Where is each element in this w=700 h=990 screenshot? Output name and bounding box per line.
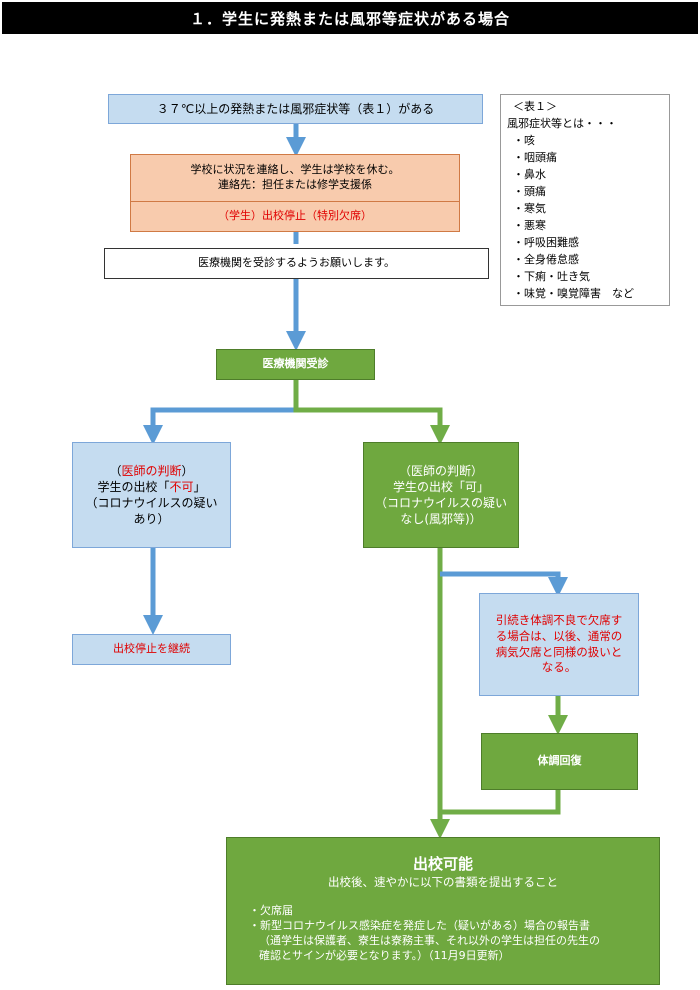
- arrow-hospital-to-left: [143, 380, 299, 445]
- left-judgment-line2: 学生の出校「不可」: [97, 479, 206, 494]
- right-judgment-line2: 学生の出校「可」: [392, 479, 489, 494]
- table1-intro: 風邪症状等とは・・・: [507, 117, 617, 130]
- visit-request-box: 医療機関を受診するようお願いします。: [104, 248, 489, 279]
- right-judgment-line4: なし(風邪等)）: [400, 512, 482, 527]
- page-title: １．学生に発熱または風邪等症状がある場合: [2, 2, 698, 34]
- continue-suspension-box: 出校停止を継続: [72, 634, 231, 665]
- symptom-item: ・咳: [513, 134, 535, 147]
- symptom-item: ・寒気: [513, 202, 546, 215]
- arrow-hospital-to-right: [293, 380, 450, 445]
- left-judgment-box: （医師の判断） 学生の出校「不可」 （コロナウイルスの疑い あり）: [72, 442, 231, 548]
- absence-note-line4: なる。: [541, 660, 577, 675]
- right-judgment-line1: （医師の判断）: [398, 463, 483, 478]
- fever-box: ３７℃以上の発熱または風邪症状等（表１）がある: [108, 94, 483, 124]
- attendance-subtitle: 出校後、速やかに以下の書類を提出すること: [328, 875, 558, 889]
- hospital-box: 医療機関受診: [216, 349, 375, 380]
- attendance-box: 出校可能 出校後、速やかに以下の書類を提出すること ・欠席届 ・新型コロナウイル…: [226, 837, 660, 985]
- suspension-box: （学生）出校停止（特別欠席）: [130, 201, 460, 232]
- contact-line2: 連絡先：担任または修学支援係: [218, 178, 372, 191]
- attendance-bullet-report: ・新型コロナウイルス感染症を発症した（疑いがある）場合の報告書: [249, 919, 590, 932]
- attendance-bullet-absence: ・欠席届: [249, 904, 293, 917]
- attendance-detail-line1: （通学生は保護者、寮生は寮務主事、それ以外の学生は担任の先生の: [259, 934, 600, 947]
- recovery-box: 体調回復: [481, 733, 638, 790]
- attendance-detail-line2: 確認とサインが必要となります。）（11月9日更新）: [259, 949, 510, 962]
- absence-note-line2: る場合は、以後、通常の: [495, 628, 623, 643]
- symptom-item: ・鼻水: [513, 168, 546, 181]
- symptom-item: ・悪寒: [513, 219, 546, 232]
- suspension-text: （学生）出校停止（特別欠席）: [218, 209, 372, 223]
- symptom-item: ・咽頭痛: [513, 151, 557, 164]
- absence-note-line3: 病気欠席と同様の扱いと: [495, 644, 623, 659]
- symptom-item: ・下痢・吐き気: [513, 270, 590, 283]
- hospital-text: 医療機関受診: [262, 357, 329, 371]
- absence-note-line1: 引続き体調不良で欠席す: [495, 613, 623, 628]
- contact-line1: 学校に状況を連絡し、学生は学校を休む。: [190, 163, 400, 177]
- symptom-item: ・頭痛: [513, 185, 546, 198]
- symptom-item: ・全身倦怠感: [513, 253, 579, 266]
- arrow-right-to-note: [440, 571, 568, 597]
- contact-box: 学校に状況を連絡し、学生は学校を休む。 連絡先：担任または修学支援係: [130, 154, 460, 202]
- visit-request-text: 医療機関を受診するようお願いします。: [198, 256, 395, 270]
- left-judgment-line3: （コロナウイルスの疑い: [85, 496, 218, 510]
- right-judgment-line3: （コロナウイルスの疑い: [374, 496, 507, 510]
- table1-title: ＜表１＞: [513, 100, 557, 113]
- attendance-title: 出校可能: [412, 855, 473, 873]
- symptom-item: ・味覚・嗅覚障害 など: [513, 287, 634, 300]
- continue-suspension-text: 出校停止を継続: [113, 642, 190, 656]
- fever-text: ３７℃以上の発熱または風邪症状等（表１）がある: [156, 101, 435, 116]
- absence-note-box: 引続き体調不良で欠席す る場合は、以後、通常の 病気欠席と同様の扱いと なる。: [479, 593, 639, 696]
- arrow-recovery-to-attendance: [440, 790, 561, 815]
- left-judgment-line1: （医師の判断）: [109, 463, 194, 478]
- table1-note: ＜表１＞ 風邪症状等とは・・・ ・咳 ・咽頭痛 ・鼻水 ・頭痛 ・寒気 ・悪寒 …: [500, 94, 670, 306]
- symptom-item: ・呼吸困難感: [513, 236, 579, 249]
- right-judgment-box: （医師の判断） 学生の出校「可」 （コロナウイルスの疑い なし(風邪等)）: [363, 442, 519, 548]
- left-judgment-line4: あり）: [133, 512, 170, 527]
- recovery-text: 体調回復: [537, 754, 582, 768]
